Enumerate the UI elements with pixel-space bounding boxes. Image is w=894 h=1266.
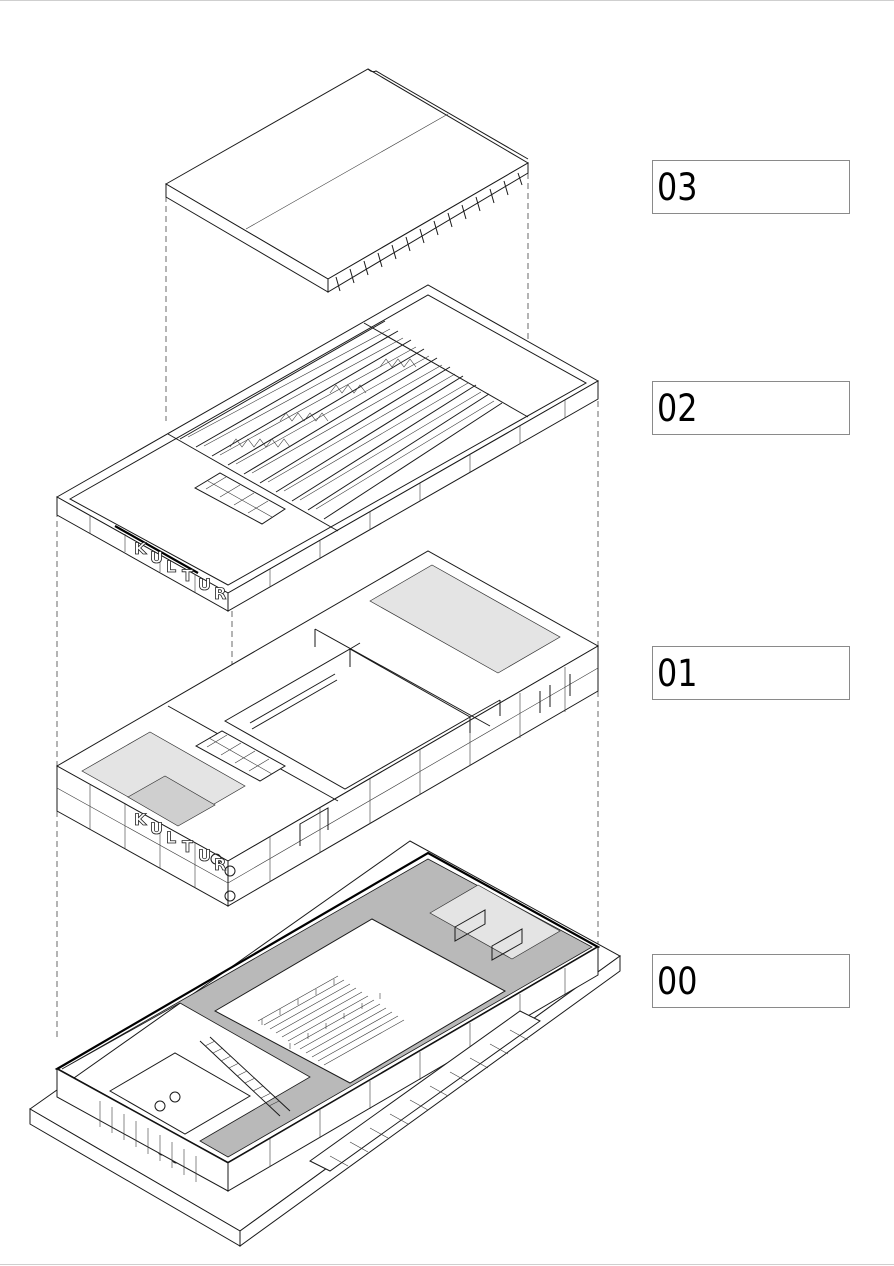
exterior-steps (309, 1010, 541, 1172)
level-label-00: 00 (652, 954, 850, 1008)
level-label-03: 03 (652, 160, 850, 214)
facade-letter: L (166, 557, 176, 576)
skylight-level-01 (194, 730, 286, 782)
glazed-entrance (99, 1101, 197, 1182)
auditorium-seating (257, 975, 405, 1066)
level-label-01: 01 (652, 646, 850, 700)
facade-letter: U (150, 548, 163, 567)
staircase (199, 1036, 291, 1117)
facade-letter: L (166, 828, 176, 847)
facade-letter: K (134, 810, 147, 829)
level-02-truss-level: K U L T U R (55, 284, 600, 612)
facade-letter: U (198, 575, 211, 594)
facade-letter: U (198, 846, 211, 865)
level-01-upper-floor: K U L T U R (55, 550, 600, 907)
facade-lettering-level-02: K U L T U R (134, 539, 227, 604)
facade-letter: K (134, 539, 147, 558)
roof-truss-teeth (335, 172, 523, 292)
level-label-02: 02 (652, 381, 850, 435)
roof-trusses (179, 320, 503, 520)
facade-letter: T (182, 566, 193, 585)
skylight (193, 472, 286, 525)
level-label-text: 03 (657, 166, 698, 209)
level-label-text: 02 (657, 387, 698, 430)
facade-letter: U (150, 819, 163, 838)
facade-letter: T (182, 837, 193, 856)
level-label-text: 00 (657, 960, 698, 1003)
facade-lettering-level-01: K U L T U R (134, 810, 227, 875)
level-03-roof (165, 68, 529, 293)
facade-letter: R (214, 855, 226, 874)
level-label-text: 01 (657, 652, 698, 695)
level-00-ground-floor (29, 840, 621, 1247)
facade-letter: R (214, 584, 226, 603)
